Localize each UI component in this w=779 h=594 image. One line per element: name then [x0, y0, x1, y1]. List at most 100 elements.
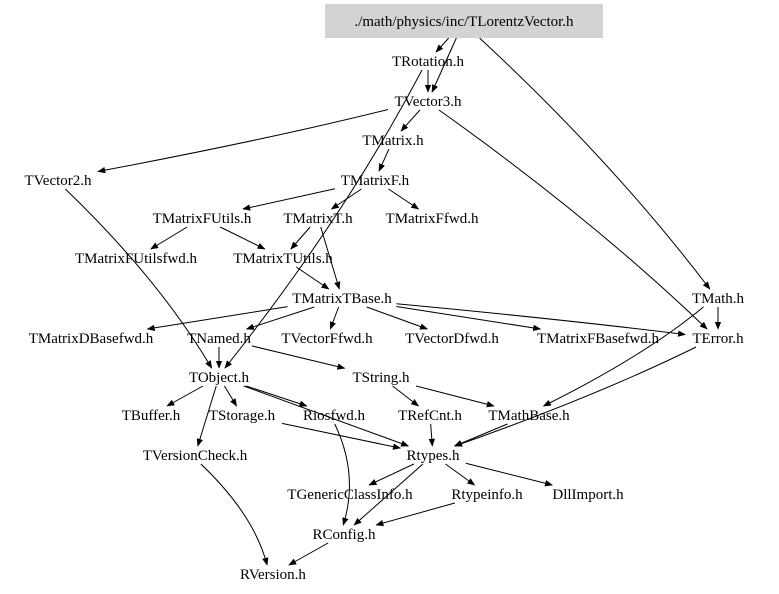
node-TNamed[interactable]: TNamed.h: [187, 331, 251, 347]
node-Rtypes[interactable]: Rtypes.h: [407, 448, 460, 464]
node-TMatrixFBasefwd[interactable]: TMatrixFBasefwd.h: [537, 331, 660, 347]
node-RVersion[interactable]: RVersion.h: [240, 567, 306, 583]
edge-TVector3-to-TMatrix: [400, 109, 421, 132]
edge-TMatrixTBase-to-TMatrixDBasefwd: [146, 306, 288, 332]
node-label: TVector2.h: [24, 173, 92, 189]
edge-TMatrixTBase-to-TVectorFfwd: [329, 306, 340, 330]
edge-TMatrixTBase-to-TMatrixFBasefwd: [396, 306, 542, 332]
node-label: TVersionCheck.h: [143, 448, 248, 464]
node-label: TMath.h: [692, 291, 745, 307]
edge-TMatrixTUtils-to-TMatrixTBase: [295, 266, 330, 290]
node-label: RConfig.h: [313, 527, 376, 543]
edge-TMatrixTBase-to-TNamed: [245, 306, 315, 330]
node-label: TMatrixF.h: [341, 173, 410, 189]
node-TMathBase[interactable]: TMathBase.h: [488, 408, 570, 424]
node-TMatrixFfwd[interactable]: TMatrixFfwd.h: [386, 211, 479, 227]
edge-TVector3-to-TVector2: [97, 109, 389, 174]
edge-TNamed-to-TString: [251, 345, 346, 370]
node-TMatrixTBase[interactable]: TMatrixTBase.h: [292, 291, 392, 307]
node-label: TObject.h: [189, 370, 250, 386]
edge-TMatrixTBase-to-TError: [396, 303, 686, 337]
edge-TStorage-to-Rtypes: [281, 422, 401, 450]
node-TString[interactable]: TString.h: [352, 370, 410, 386]
edge-TObject-to-TVersionCheck: [196, 385, 217, 447]
edge-TLorentzVector-to-TMath: [479, 37, 711, 290]
node-label: TMatrixFfwd.h: [386, 211, 479, 227]
node-TObject[interactable]: TObject.h: [189, 370, 250, 386]
node-Rtypeinfo[interactable]: Rtypeinfo.h: [451, 487, 523, 503]
edge-TRotation-to-TObject: [224, 69, 423, 369]
node-label: Rtypes.h: [407, 448, 460, 464]
edge-Rtypes-to-DllImport: [465, 462, 554, 487]
node-TMatrixF[interactable]: TMatrixF.h: [341, 173, 410, 189]
edge-TString-to-TRefCnt: [392, 385, 420, 407]
node-label: TRefCnt.h: [398, 408, 462, 424]
node-TMath[interactable]: TMath.h: [692, 291, 745, 307]
edge-Rtypeinfo-to-RConfig: [375, 502, 455, 527]
node-label: TMathBase.h: [488, 408, 570, 424]
node-RConfig[interactable]: RConfig.h: [313, 527, 376, 543]
edge-TLorentzVector-to-TVector3: [431, 37, 457, 93]
node-label: TMatrixTUtils.h: [233, 251, 333, 267]
node-TMatrix[interactable]: TMatrix.h: [362, 133, 424, 149]
node-label: TMatrixT.h: [283, 211, 353, 227]
edge-TVersionCheck-to-RVersion: [200, 463, 269, 566]
node-TRefCnt[interactable]: TRefCnt.h: [398, 408, 462, 424]
edge-TString-to-TMathBase: [415, 385, 495, 408]
edge-TMatrixFUtils-to-TMatrixFUtilsfwd: [150, 226, 188, 250]
edge-TVector2-to-TObject: [65, 188, 213, 369]
node-TGenericClassInfo[interactable]: TGenericClassInfo.h: [287, 487, 413, 503]
node-label: TMatrixTBase.h: [292, 291, 392, 307]
node-TVersionCheck[interactable]: TVersionCheck.h: [143, 448, 248, 464]
edge-TObject-to-Riosfwd: [246, 385, 308, 407]
node-label: RVersion.h: [240, 567, 306, 583]
edge-TMatrixF-to-TMatrixFUtils: [242, 188, 336, 211]
edge-TObject-to-Rtypes: [243, 385, 410, 447]
edge-TMatrix-to-TMatrixF: [378, 148, 390, 172]
node-TBuffer[interactable]: TBuffer.h: [122, 408, 181, 424]
node-TMatrixDBasefwd[interactable]: TMatrixDBasefwd.h: [29, 331, 154, 347]
edge-Riosfwd-to-RConfig: [334, 423, 350, 526]
node-TMatrixFUtilsfwd[interactable]: TMatrixFUtilsfwd.h: [75, 251, 198, 267]
root-node-box: [325, 4, 603, 38]
node-label: TError.h: [692, 331, 744, 347]
node-TVector2[interactable]: TVector2.h: [24, 173, 92, 189]
node-label: TNamed.h: [187, 331, 251, 347]
node-label: TMatrixFUtilsfwd.h: [75, 251, 198, 267]
node-TMatrixFUtils[interactable]: TMatrixFUtils.h: [153, 211, 252, 227]
node-TMatrixTUtils[interactable]: TMatrixTUtils.h: [233, 251, 333, 267]
edge-TObject-to-TBuffer: [166, 385, 204, 407]
node-label: TMatrix.h: [362, 133, 424, 149]
node-label: Riosfwd.h: [303, 408, 366, 424]
edges: [65, 37, 722, 566]
edge-Rtypes-to-Rtypeinfo: [445, 463, 476, 486]
edge-TMath-to-TMathBase: [542, 306, 704, 407]
edge-TRefCnt-to-Rtypes: [428, 423, 435, 447]
node-TVectorDfwd[interactable]: TVectorDfwd.h: [405, 331, 499, 347]
node-label: TRotation.h: [392, 54, 465, 70]
nodes: ./math/physics/inc/TLorentzVector.hTRota…: [24, 4, 745, 583]
node-Riosfwd[interactable]: Riosfwd.h: [303, 408, 366, 424]
node-label: TMatrixFBasefwd.h: [537, 331, 660, 347]
edge-TLorentzVector-to-TRotation: [435, 37, 450, 53]
node-label: TVectorFfwd.h: [281, 331, 373, 347]
edge-TObject-to-TStorage: [224, 385, 237, 407]
node-label: Rtypeinfo.h: [451, 487, 523, 503]
node-label: TMatrixDBasefwd.h: [29, 331, 154, 347]
node-TLorentzVector[interactable]: ./math/physics/inc/TLorentzVector.h: [325, 4, 603, 38]
edge-Rtypes-to-TGenericClassInfo: [368, 463, 415, 486]
node-label: TVectorDfwd.h: [405, 331, 499, 347]
node-TStorage[interactable]: TStorage.h: [209, 408, 276, 424]
node-label: TBuffer.h: [122, 408, 181, 424]
node-TRotation[interactable]: TRotation.h: [392, 54, 465, 70]
node-DllImport[interactable]: DllImport.h: [552, 487, 624, 503]
node-label: TGenericClassInfo.h: [287, 487, 413, 503]
node-label: TVector3.h: [394, 94, 462, 110]
node-TVectorFfwd[interactable]: TVectorFfwd.h: [281, 331, 373, 347]
edge-TError-to-Rtypes: [454, 346, 697, 447]
node-TMatrixT[interactable]: TMatrixT.h: [283, 211, 353, 227]
edge-Rtypes-to-RConfig: [353, 463, 424, 526]
node-TVector3[interactable]: TVector3.h: [394, 94, 462, 110]
node-TError[interactable]: TError.h: [692, 331, 744, 347]
